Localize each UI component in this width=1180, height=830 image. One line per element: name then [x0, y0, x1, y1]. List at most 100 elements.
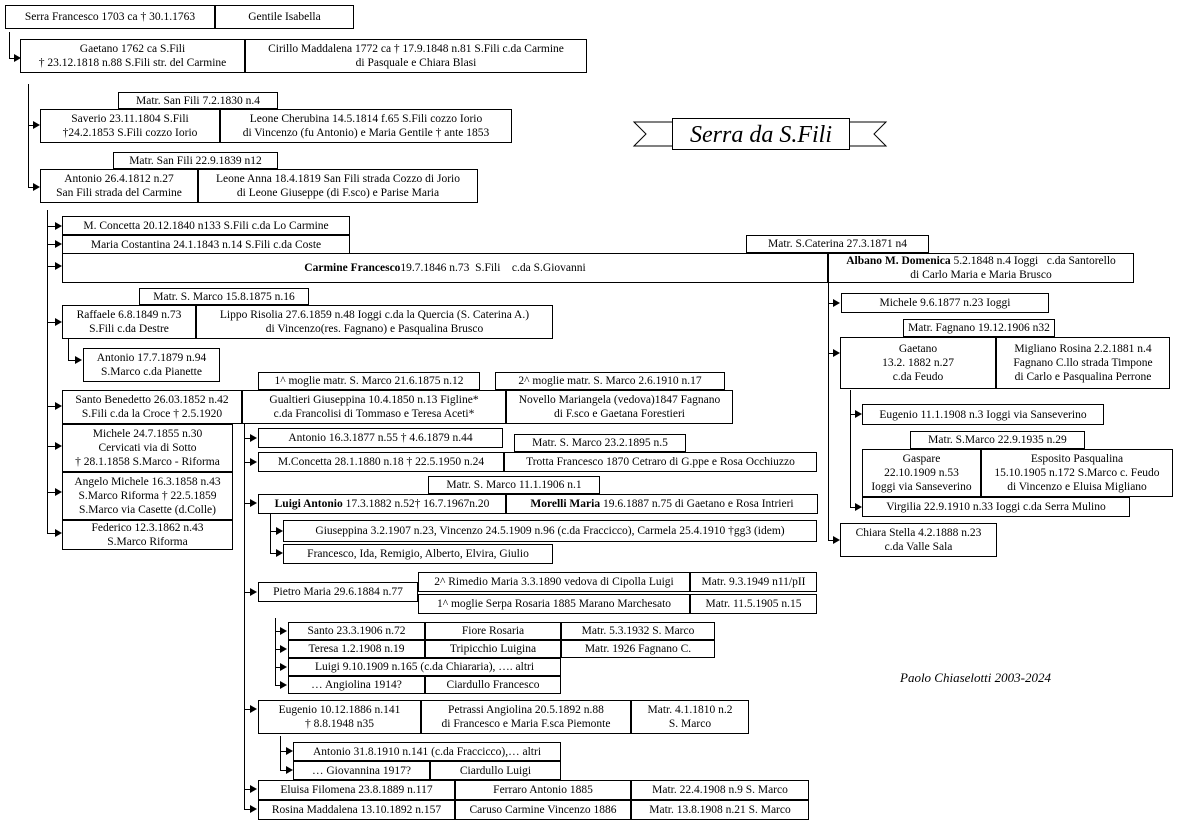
- arrow-head: [280, 681, 287, 689]
- person-details: 19.6.1887 n.75 di Gaetano e Rosa Intrier…: [600, 498, 794, 510]
- connector-line: [244, 438, 251, 439]
- connector-line: [280, 736, 281, 770]
- person-text: Ciardullo Luigi: [459, 764, 532, 777]
- marriage-text: Matr. S.Caterina 27.3.1871 n4: [768, 238, 907, 250]
- connector-line: [850, 390, 851, 508]
- person-name: Luigi Antonio: [274, 498, 343, 510]
- person-text: c.da Francolisi di Tommaso e Teresa Acet…: [273, 408, 475, 420]
- title-ribbon-right: [843, 121, 888, 147]
- connector-line: [828, 540, 834, 541]
- connector-line: [28, 125, 34, 126]
- spouse-novello: Novello Mariangela (vedova)1847 Fagnano …: [506, 390, 733, 424]
- person-text: … Angiolina 1914?: [311, 679, 402, 691]
- person-text: Trotta Francesco 1870 Cetraro di G.ppe e…: [526, 456, 795, 468]
- connector-line: [244, 592, 251, 593]
- arrow-head: [250, 458, 257, 466]
- person-raffaele: Raffaele 6.8.1849 n.73 S.Fili c.da Destr…: [62, 305, 196, 339]
- spouse-ciardullo-francesco: Ciardullo Francesco: [425, 676, 561, 694]
- person-text: di Pasquale e Chiara Blasi: [355, 57, 477, 69]
- author-credit: Paolo Chiaselotti 2003-2024: [900, 670, 1051, 685]
- person-details: 17.3.1882 n.52† 16.7.1967n.20: [342, 498, 490, 510]
- arrow-head: [286, 766, 293, 774]
- spouse-leone-cherubina: Leone Cherubina 14.5.1814 f.65 S.Fili co…: [220, 109, 512, 143]
- person-text: Esposito Pasqualina: [1030, 453, 1124, 465]
- person-text: Chiara Stella 4.2.1888 n.23: [855, 527, 982, 539]
- person-text: Rosina Maddalena 13.10.1892 n.157: [271, 804, 442, 816]
- connector-line: [47, 322, 56, 323]
- connector-line: [244, 809, 251, 810]
- person-name: Morelli Maria: [530, 498, 601, 510]
- person-text: Ioggi via Sanseverino: [871, 481, 972, 493]
- person-mconcetta-1880: M.Concetta 28.1.1880 n.18 † 22.5.1950 n.…: [258, 452, 504, 472]
- spouse-albano: Albano M. Domenica 5.2.1848 n.4 Ioggi c.…: [828, 253, 1134, 283]
- arrow-head: [55, 240, 62, 248]
- marriage-text: Matr. S. Marco 23.2.1895 n.5: [532, 437, 668, 449]
- arrow-head: [250, 785, 257, 793]
- chart-title: Serra da S.Fili: [672, 118, 850, 150]
- arrow-head: [55, 222, 62, 230]
- spouse-petrassi: Petrassi Angiolina 20.5.1892 n.88 di Fra…: [421, 700, 631, 734]
- person-carmine-francesco: Carmine Francesco19.7.1846 n.73 S.Fili c…: [62, 253, 828, 283]
- person-text: S.Marco Riforma: [107, 536, 188, 548]
- spouse-cirillo: Cirillo Maddalena 1772 ca † 17.9.1848 n.…: [245, 39, 587, 73]
- person-virgilia: Virgilia 22.9.1910 n.33 Ioggi c.da Serra…: [862, 497, 1130, 517]
- spouse-caruso: Caruso Carmine Vincenzo 1886: [455, 800, 631, 820]
- person-text: Leone Anna 18.4.1819 San Fili strada Coz…: [215, 173, 461, 185]
- arrow-head: [276, 549, 283, 557]
- person-gaetano-1762: Gaetano 1762 ca S.Fili † 23.12.1818 n.88…: [20, 39, 245, 73]
- connector-line: [244, 462, 251, 463]
- person-federico: Federico 12.3.1862 n.43 S.Marco Riforma: [62, 520, 233, 550]
- person-text: Luigi Antonio 17.3.1882 n.52† 16.7.1967n…: [275, 497, 490, 511]
- person-giovannina: … Giovannina 1917?: [293, 761, 430, 780]
- connector-line: [28, 84, 29, 188]
- person-eugenio-1908: Eugenio 11.1.1908 n.3 Ioggi via Sansever…: [862, 404, 1104, 425]
- marriage-text: Matr. 1926 Fagnano C.: [584, 643, 692, 655]
- connector-line: [47, 244, 56, 245]
- person-gaetano-1882: Gaetano 13.2. 1882 n.27 c.da Feudo: [840, 337, 996, 389]
- connector-line: [275, 649, 281, 650]
- marriage-text: S. Marco: [668, 718, 712, 730]
- arrow-head: [833, 299, 840, 307]
- marriage-text: Matr. 13.8.1908 n.21 S. Marco: [649, 804, 791, 816]
- person-text: Gaspare: [902, 453, 941, 465]
- person-text: Michele 24.7.1855 n.30: [92, 428, 203, 440]
- connector-line: [244, 503, 251, 504]
- marriage-record: Matr. 13.8.1908 n.21 S. Marco: [631, 800, 809, 820]
- person-text: Gaetano 1762 ca S.Fili: [79, 43, 186, 55]
- connector-line: [275, 618, 276, 685]
- person-text: 13.2. 1882 n.27: [882, 357, 954, 369]
- person-saverio: Saverio 23.11.1804 S.Fili †24.2.1853 S.F…: [40, 109, 220, 143]
- connector-line: [47, 266, 56, 267]
- connector-line: [47, 446, 56, 447]
- marriage-text: Matr. 4.1.1810 n.2: [647, 704, 733, 716]
- marriage-text: Matr. 5.3.1932 S. Marco: [581, 625, 695, 637]
- spouse-esposito: Esposito Pasqualina 15.10.1905 n.172 S.M…: [981, 449, 1173, 497]
- arrow-head: [55, 402, 62, 410]
- spouse-rimedio: 2^ Rimedio Maria 3.3.1890 vedova di Cipo…: [418, 572, 690, 592]
- arrow-head: [286, 747, 293, 755]
- connector-line: [9, 32, 10, 58]
- connector-line: [244, 789, 251, 790]
- person-text: S.Fili c.da la Croce † 2.5.1920: [81, 408, 223, 420]
- person-angiolina: … Angiolina 1914?: [288, 676, 425, 694]
- connector-line: [270, 553, 277, 554]
- connector-line: [47, 406, 56, 407]
- connector-line: [47, 533, 56, 534]
- connector-line: [828, 303, 834, 304]
- arrow-head: [33, 121, 40, 129]
- person-text: † 28.1.1858 S.Marco - Riforma: [75, 456, 220, 468]
- connector-line: [68, 360, 76, 361]
- connector-line: [47, 226, 56, 227]
- person-text: Luigi 9.10.1909 n.165 (c.da Chiararia), …: [314, 661, 535, 673]
- connector-line: [47, 210, 48, 534]
- person-text: Santo 23.3.1906 n.72: [307, 625, 406, 637]
- arrow-head: [14, 54, 21, 62]
- arrow-head: [276, 527, 283, 535]
- person-text: Tripicchio Luigina: [449, 643, 537, 655]
- arrow-head: [855, 410, 862, 418]
- person-name: Carmine Francesco: [304, 262, 401, 274]
- person-text: c.da Valle Sala: [884, 541, 953, 553]
- marriage-text: Matr. S. Marco 15.8.1875 n.16: [153, 290, 295, 303]
- person-details: 19.7.1846 n.73 S.Fili c.da S.Giovanni: [400, 262, 586, 274]
